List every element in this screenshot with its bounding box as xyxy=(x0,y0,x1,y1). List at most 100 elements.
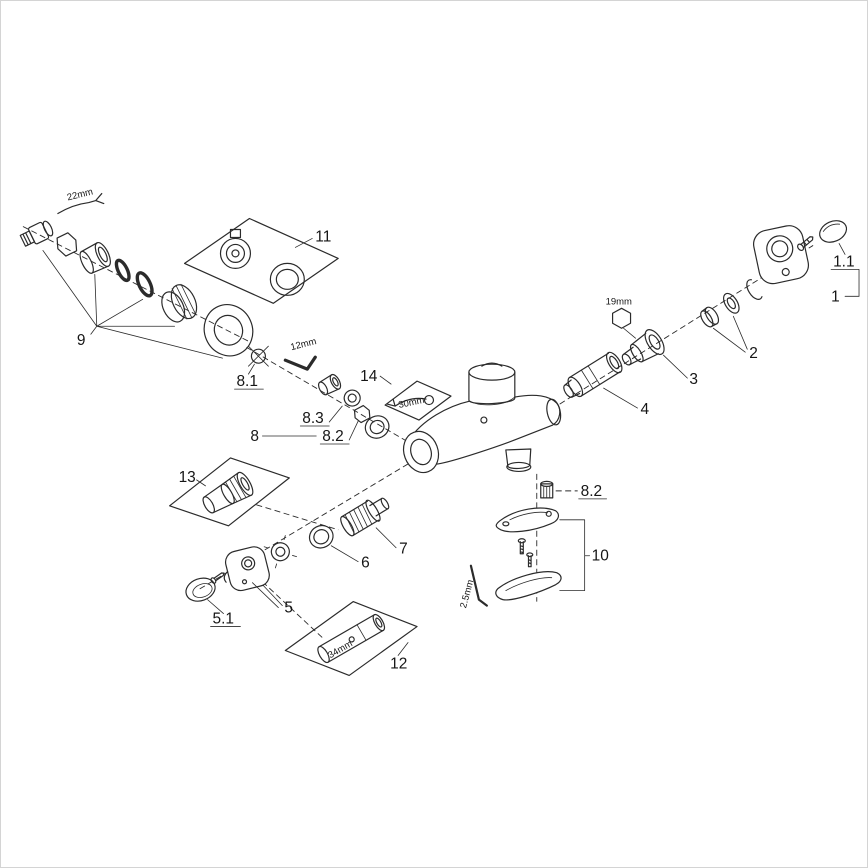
leader-part1-1 xyxy=(838,243,846,255)
mount-screw-b xyxy=(526,552,534,568)
allen-key-12-icon xyxy=(283,355,317,371)
top-boss-face xyxy=(468,363,516,381)
escutcheon-part5 xyxy=(223,546,270,592)
connector-fitting xyxy=(317,373,342,396)
leader-part9 xyxy=(42,250,223,359)
hex-nut xyxy=(56,232,78,257)
label-part-3: 3 xyxy=(689,371,698,388)
part-11-group: 11 xyxy=(183,217,339,304)
check-valve-part5 xyxy=(263,535,297,569)
o-ring-2 xyxy=(135,271,154,298)
leader-part8-1 xyxy=(248,363,255,375)
right-outlet-face xyxy=(546,398,562,426)
body-port-hole xyxy=(480,416,488,424)
cartridge-part13 xyxy=(202,471,254,514)
ring-part6 xyxy=(308,524,334,549)
left-inlet xyxy=(402,430,440,474)
screw-part5 xyxy=(210,572,225,584)
leader-part6 xyxy=(330,545,359,563)
label-part-13: 13 xyxy=(179,469,196,486)
bottom-boss xyxy=(505,448,532,470)
label-part-12: 12 xyxy=(390,655,407,672)
leader-part5-1 xyxy=(207,599,224,614)
label-part-8-2-left: 8.2 xyxy=(322,428,343,445)
bottom-boss-face xyxy=(506,461,532,473)
kit-box-11 xyxy=(183,217,339,304)
bracket-upper-slot xyxy=(509,511,549,521)
label-part-8-2-right: 8.2 xyxy=(581,483,602,500)
leader-hex19 xyxy=(623,327,636,339)
label-part-8-3: 8.3 xyxy=(302,410,323,427)
part-12-group: 34mm 12 xyxy=(284,601,418,677)
ring-nut xyxy=(364,415,390,439)
leader-part11 xyxy=(294,238,313,248)
disc-part2 xyxy=(722,292,740,314)
dim-19mm: 19mm xyxy=(606,296,632,307)
bracket-upper-hole xyxy=(545,510,552,517)
axis-5-to-12 xyxy=(262,581,323,638)
retaining-clip xyxy=(746,279,763,300)
label-part-8-1: 8.1 xyxy=(236,373,257,390)
bracket-upper-hole2 xyxy=(502,521,510,527)
top-dome xyxy=(481,362,503,367)
label-part-5-1: 5.1 xyxy=(213,611,234,628)
part-9-group: 22mm 9 xyxy=(19,186,254,359)
right-parts-chain: 4 19mm 3 2 xyxy=(563,220,860,418)
cover-cap-part1-1 xyxy=(819,220,848,243)
mount-screw-a xyxy=(517,538,526,555)
dim-12mm: 12mm xyxy=(289,336,317,353)
sleeve-cap xyxy=(79,241,111,274)
dim-22mm: 22mm xyxy=(66,186,94,203)
body-outline xyxy=(407,394,561,465)
part-13-group: 13 xyxy=(169,457,290,527)
knurled-ring xyxy=(161,283,198,323)
leader-part14 xyxy=(379,375,392,385)
tool-head xyxy=(423,394,435,406)
mixer-body xyxy=(402,362,562,474)
o-ring-1 xyxy=(114,258,131,283)
label-part-2: 2 xyxy=(749,345,758,362)
top-boss xyxy=(468,371,516,405)
label-part-1-1: 1.1 xyxy=(833,253,854,270)
left-inlet-bore xyxy=(410,438,433,466)
leader-part12 xyxy=(397,642,409,656)
axis-part8 xyxy=(246,346,421,450)
leader-part8-2-left xyxy=(319,420,359,445)
service-tool-icon xyxy=(386,397,427,407)
axis-part9 xyxy=(22,226,251,343)
label-part-7: 7 xyxy=(399,541,408,558)
leader-part4 xyxy=(603,387,638,409)
dim-34mm: 34mm xyxy=(326,638,354,661)
kit-box-14 xyxy=(384,380,452,421)
part-14-group: 14 30mm xyxy=(360,368,452,421)
socket-tool-part12 xyxy=(317,613,386,664)
cap-cup xyxy=(269,262,305,296)
escutcheon-part1 xyxy=(753,225,810,285)
leader-part5 xyxy=(252,582,283,608)
kit-box-12 xyxy=(284,601,418,677)
cover-cap-part5-1 xyxy=(185,577,216,602)
part-5-6-7-group: 7 6 5 5.1 xyxy=(185,497,408,628)
label-part-9: 9 xyxy=(77,332,86,349)
dim-2-5mm: 2.5mm xyxy=(458,578,476,609)
bracket-part10 xyxy=(559,519,591,592)
small-hex-nut xyxy=(353,404,371,424)
trim-ring xyxy=(203,304,254,357)
label-part-6: 6 xyxy=(361,555,370,572)
wall-bracket-lower xyxy=(495,571,562,601)
allen-key-2-5-icon xyxy=(469,564,488,607)
label-part-10: 10 xyxy=(592,548,609,565)
valve-part7 xyxy=(340,497,390,537)
dim-30mm: 30mm xyxy=(397,395,425,411)
leader-part3 xyxy=(663,354,688,379)
label-part-14: 14 xyxy=(360,368,378,385)
sleeve-part4 xyxy=(563,351,623,398)
threaded-plug xyxy=(19,220,54,247)
bracket-part1 xyxy=(830,268,860,297)
elbow-fitting xyxy=(343,389,361,407)
open-wrench-icon xyxy=(57,192,105,215)
label-part-8: 8 xyxy=(250,428,259,445)
screw-part1-1 xyxy=(797,236,814,252)
